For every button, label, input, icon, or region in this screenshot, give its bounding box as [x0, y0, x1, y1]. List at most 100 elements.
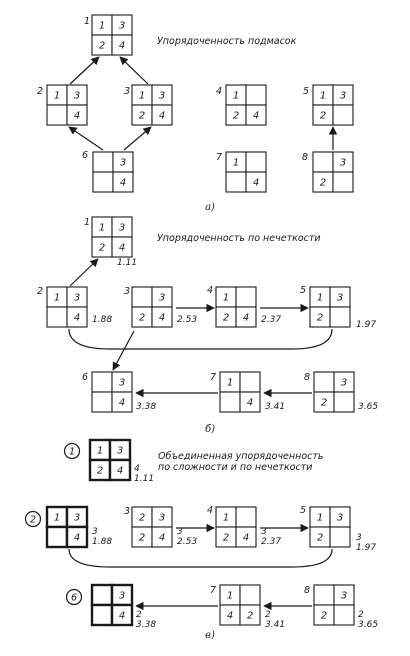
section-3-node-7-cell-2 — [239, 584, 261, 606]
section-1-node-7: 147 — [216, 151, 267, 193]
section-1-node-3-cell-2-digit: 3 — [159, 91, 165, 102]
section-1-node-3-cell-1-digit: 1 — [139, 91, 145, 102]
section-2-edge-5 — [112, 330, 135, 371]
section-2-node-8-cell-4 — [333, 391, 355, 413]
section-3-node-6-value-1: 2 — [136, 610, 142, 620]
section-1-node-2-cell-3 — [46, 104, 68, 126]
section-1-node-7-cell-2 — [245, 151, 267, 173]
section-3-node-6-id: 6 — [71, 593, 77, 604]
section-1-node-5-cell-1-digit: 1 — [320, 91, 326, 102]
section-3-node-8-cell-1 — [313, 584, 335, 606]
section-3-node-4-cell-4-digit: 4 — [243, 533, 249, 544]
section-2-node-7-id: 7 — [210, 372, 216, 383]
section-2-node-8-cell-2-digit: 3 — [341, 378, 347, 389]
section-1-node-8-id: 8 — [302, 152, 308, 163]
section-2-node-8-value-1: 3.65 — [358, 402, 378, 412]
section-1-edge-3 — [68, 126, 104, 151]
section-1-sublabel: а) — [205, 202, 215, 213]
section-2-node-5-cell-3-digit: 2 — [317, 313, 323, 324]
section-2-node-4-cell-2 — [235, 286, 257, 308]
section-1-caption-line-1: Упорядоченность подмасок — [157, 36, 297, 47]
section-1-node-4-cell-4-digit: 4 — [253, 111, 259, 122]
section-1-node-7-cell-3 — [225, 171, 247, 193]
section-3-node-6-cell-1 — [90, 583, 114, 607]
section-3-node-7-id: 7 — [210, 585, 216, 596]
section-2-node-3-cell-4 — [151, 306, 173, 328]
section-1-node-6-cell-3 — [92, 171, 114, 193]
section-3-node-8-value-2: 3.65 — [358, 620, 378, 630]
section-1-node-3-cell-4 — [151, 104, 173, 126]
section-3-node-6-cell-3 — [90, 603, 114, 627]
section-1-node-5-id: 5 — [303, 86, 309, 97]
section-1-node-1-cell-3-digit: 2 — [99, 41, 105, 52]
section-3-node-4-value-1: 3 — [261, 527, 267, 537]
section-2-node-1-cell-1-digit: 1 — [99, 223, 105, 234]
section-2-node-1-cell-4 — [111, 236, 133, 258]
section-2-node-2-value-1: 1.88 — [92, 315, 112, 325]
section-1-node-4-cell-2 — [245, 84, 267, 106]
section-2-node-1-cell-3-digit: 2 — [99, 243, 105, 254]
section-3-node-2-cell-3 — [45, 525, 69, 549]
section-3-node-7-cell-4 — [239, 604, 261, 626]
section-2-node-6-cell-3 — [91, 391, 113, 413]
section-1-node-1-cell-1-digit: 1 — [99, 21, 105, 32]
section-1-edge-1 — [69, 56, 100, 85]
section-2-node-4-id: 4 — [207, 285, 213, 296]
section-1-node-1-cell-4-digit: 4 — [119, 41, 125, 52]
section-1-node-7-cell-4-digit: 4 — [253, 178, 259, 189]
section-2-node-7-cell-4 — [239, 391, 261, 413]
section-2-node-2-id: 2 — [37, 286, 43, 297]
section-3-node-1-cell-4 — [108, 458, 132, 482]
section-3-node-6-cell-2-digit: 3 — [119, 591, 125, 602]
section-2-node-5-cell-4 — [329, 306, 351, 328]
section-1-node-3-cell-4-digit: 4 — [159, 111, 165, 122]
section-1-node-7-cell-1-digit: 1 — [233, 158, 239, 169]
section-3-node-2-value-1: 3 — [92, 527, 98, 537]
section-2-node-6-cell-2-digit: 3 — [119, 378, 125, 389]
section-2-node-3-id: 3 — [124, 286, 130, 297]
section-2-node-6-cell-1 — [91, 371, 113, 393]
section-2-node-4-cell-4-digit: 4 — [243, 313, 249, 324]
section-3-node-8-cell-2-digit: 3 — [341, 591, 347, 602]
section-2-node-2-cell-4-digit: 4 — [74, 313, 80, 324]
section-1-node-5-cell-3-digit: 2 — [320, 111, 326, 122]
section-2-node-3-cell-4-digit: 4 — [159, 313, 165, 324]
section-3-node-6-id-circle — [65, 588, 83, 606]
section-3-sublabel: в) — [205, 630, 215, 641]
section-1-node-1-cell-2-digit: 3 — [119, 21, 125, 32]
section-1-node-8-cell-4 — [332, 171, 354, 193]
section-3-node-1-value-1: 4 — [134, 464, 140, 474]
section-1-edge-2 — [119, 56, 149, 85]
section-1-node-6-cell-1 — [92, 151, 114, 173]
section-1-node-4-cell-1-digit: 1 — [233, 91, 239, 102]
section-1-node-6-id: 6 — [82, 150, 88, 161]
section-3-node-8-id: 8 — [304, 585, 310, 596]
section-2-node-3-cell-1 — [131, 286, 153, 308]
section-3-node-2-cell-2-digit: 3 — [74, 513, 80, 524]
section-3-node-2-id-circle — [24, 510, 42, 528]
section-2-node-2-cell-1-digit: 1 — [54, 293, 60, 304]
section-2-node-6-id: 6 — [82, 372, 88, 383]
section-3-node-4-cell-1-digit: 1 — [223, 513, 229, 524]
section-3-node-2-id: 2 — [30, 515, 36, 526]
section-2-node-8-cell-1 — [313, 371, 335, 393]
section-1-node-6-cell-4-digit: 4 — [120, 178, 126, 189]
section-3-caption-line-2: по сложности и по нечеткости — [158, 462, 312, 473]
section-3-node-5-cell-3-digit: 2 — [317, 533, 323, 544]
section-1-node-1-id: 1 — [84, 16, 90, 27]
section-2-node-4-cell-3-digit: 2 — [223, 313, 229, 324]
section-1-node-8: 328 — [302, 151, 354, 193]
section-3-node-4-cell-4 — [235, 526, 257, 548]
section-3-node-2-value-2: 1.88 — [92, 537, 112, 547]
